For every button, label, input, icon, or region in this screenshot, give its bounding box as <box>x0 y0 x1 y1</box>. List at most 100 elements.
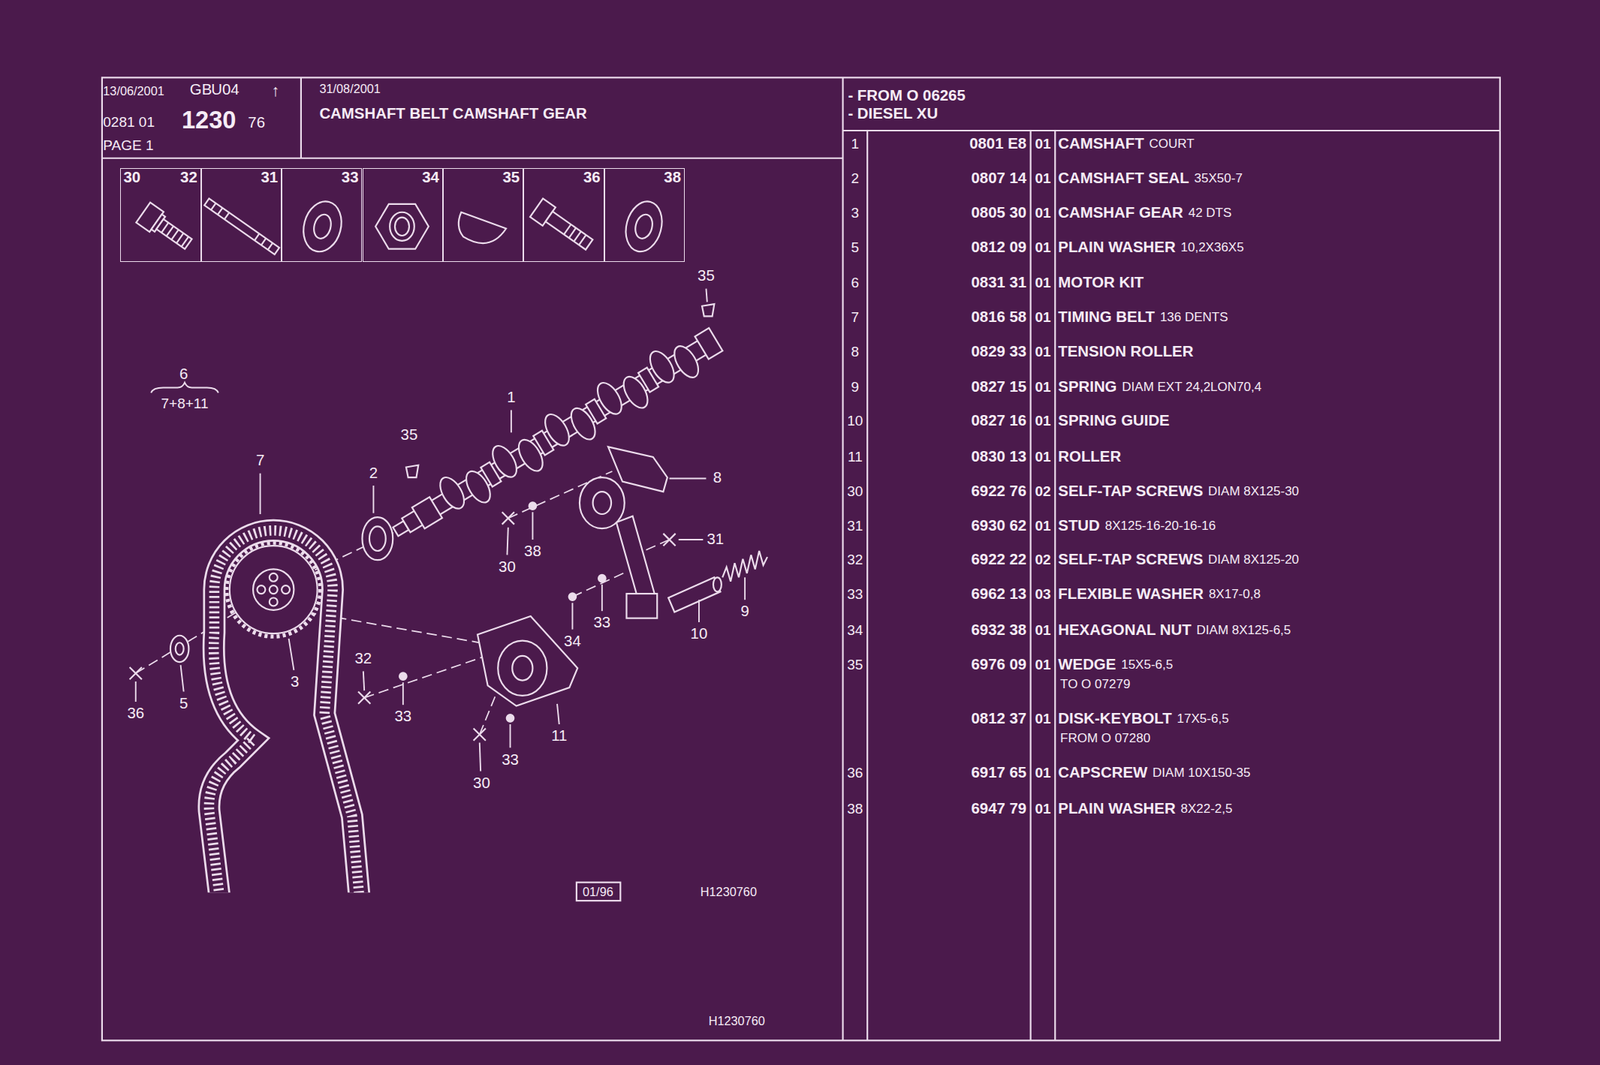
item-number: 1 <box>851 135 860 153</box>
part-specification: 8X17-0,8 <box>1208 587 1261 603</box>
part-specification: 136 DENTS <box>1160 310 1229 326</box>
callout-number: 33 <box>394 708 413 727</box>
part-name: FLEXIBLE WASHER <box>1057 586 1204 604</box>
part-reference: 0805 30 <box>971 204 1028 222</box>
section-code: 0281 01 <box>102 114 155 131</box>
item-number: 33 <box>846 586 863 603</box>
camshaft-gear <box>226 542 321 637</box>
validity-note: TO O 07279 <box>1060 677 1130 693</box>
callout-number: 3 <box>290 673 299 691</box>
icon-callout-number: 33 <box>341 168 359 187</box>
part-reference: 6922 76 <box>971 482 1028 501</box>
callout-number: 9 <box>740 603 749 621</box>
quantity: 01 <box>1034 765 1051 782</box>
part-specification: DIAM 8X125-20 <box>1208 552 1299 568</box>
quantity: 02 <box>1034 483 1051 501</box>
exploded-view <box>129 289 768 894</box>
part-name: MOTOR KIT <box>1057 274 1144 292</box>
part-specification: 10,2X36X5 <box>1181 241 1245 257</box>
part-name: PLAIN WASHER <box>1057 800 1176 818</box>
part-name: CAMSHAFT SEAL <box>1057 169 1189 187</box>
quantity: 02 <box>1034 551 1051 569</box>
part-reference: 6922 22 <box>971 551 1028 569</box>
item-number: 10 <box>846 412 863 430</box>
validity-note: FROM O 07280 <box>1060 731 1151 747</box>
part-specification: DIAM 8X125-6,5 <box>1196 623 1292 639</box>
callout-number: 6 <box>179 365 188 383</box>
part-specification: DIAM EXT 24,2LON70,4 <box>1121 380 1262 396</box>
part-name: HEXAGONAL NUT <box>1057 621 1191 639</box>
part-name: SELF-TAP SCREWS <box>1057 551 1203 569</box>
quantity: 01 <box>1034 239 1051 257</box>
callout-number: 33 <box>501 751 519 769</box>
callout-number: 35 <box>697 268 715 286</box>
issue-date: 13/06/2001 <box>102 84 165 99</box>
part-reference: 0827 15 <box>971 379 1028 397</box>
timing-belt <box>208 530 359 893</box>
item-number: 30 <box>846 483 863 501</box>
part-name: STUD <box>1057 518 1100 536</box>
quantity: 01 <box>1034 170 1051 187</box>
part-reference: 0829 33 <box>971 343 1028 361</box>
quantity: 01 <box>1034 711 1051 728</box>
page-frame <box>102 77 1501 1041</box>
callout-number: 30 <box>498 558 516 576</box>
icon-callout-number: 32 <box>180 168 198 187</box>
part-reference: 6962 13 <box>971 586 1028 604</box>
callout-number: 7 <box>256 452 265 471</box>
item-number: 32 <box>846 551 863 569</box>
update-arrow: ↑ <box>271 81 281 101</box>
catalog-code: U04 <box>210 81 239 99</box>
callout-number: 2 <box>369 464 378 483</box>
quantity: 01 <box>1034 309 1051 326</box>
item-number: 5 <box>851 239 860 257</box>
part-name: DISK-KEYBOLT <box>1057 710 1172 728</box>
fastener-icon-box: 38 <box>604 168 685 263</box>
part-specification: COURT <box>1149 136 1195 152</box>
applicability-note: - DIESEL XU <box>847 105 938 123</box>
fastener-icon-box: 33 <box>281 168 362 263</box>
icon-callout-number: 38 <box>663 168 681 187</box>
part-name: WEDGE <box>1057 656 1116 674</box>
part-reference: 6932 38 <box>971 621 1028 639</box>
part-reference: 0830 13 <box>971 448 1028 466</box>
part-reference: 0827 16 <box>971 412 1028 431</box>
callout-number: 38 <box>524 542 542 561</box>
item-number: 11 <box>847 448 863 466</box>
part-specification: 35X50-7 <box>1194 171 1243 187</box>
callout-number: 36 <box>126 705 145 724</box>
quantity: 01 <box>1034 622 1051 639</box>
quantity: 01 <box>1034 274 1051 292</box>
leader-lines <box>135 289 745 772</box>
tension-roller <box>477 446 768 706</box>
item-number: 8 <box>851 343 860 361</box>
part-reference: 0812 09 <box>971 239 1028 257</box>
part-name: SPRING GUIDE <box>1057 412 1170 431</box>
part-specification: DIAM 10X150-35 <box>1152 765 1251 781</box>
part-reference: 6917 65 <box>971 764 1028 782</box>
camshaft <box>170 304 727 663</box>
callout-number: 30 <box>473 774 491 793</box>
quantity: 01 <box>1034 518 1051 535</box>
fastener-icon-box: 31 <box>201 168 282 263</box>
item-number: 7 <box>851 309 860 326</box>
fastener-marks <box>129 502 676 741</box>
icon-callout-number: 34 <box>421 168 440 187</box>
part-reference: 0816 58 <box>971 308 1028 326</box>
quantity: 01 <box>1034 343 1051 361</box>
part-reference: 0831 31 <box>971 274 1028 292</box>
fastener-icon-box: 35 <box>442 168 524 263</box>
callout-number: 35 <box>400 427 419 445</box>
part-reference: 0807 14 <box>971 169 1028 187</box>
part-name: CAPSCREW <box>1057 764 1148 782</box>
callout-number: 33 <box>593 614 612 633</box>
part-reference: 6976 09 <box>971 656 1028 674</box>
drawing-date: 01/96 <box>582 884 614 899</box>
item-number: 2 <box>851 170 860 187</box>
callout-number: 11 <box>551 727 567 745</box>
part-name: TIMING BELT <box>1057 308 1155 326</box>
part-reference: 0801 E8 <box>969 135 1027 153</box>
part-name: ROLLER <box>1057 448 1121 466</box>
part-reference: 6947 79 <box>971 800 1028 818</box>
fastener-icons <box>135 197 667 257</box>
